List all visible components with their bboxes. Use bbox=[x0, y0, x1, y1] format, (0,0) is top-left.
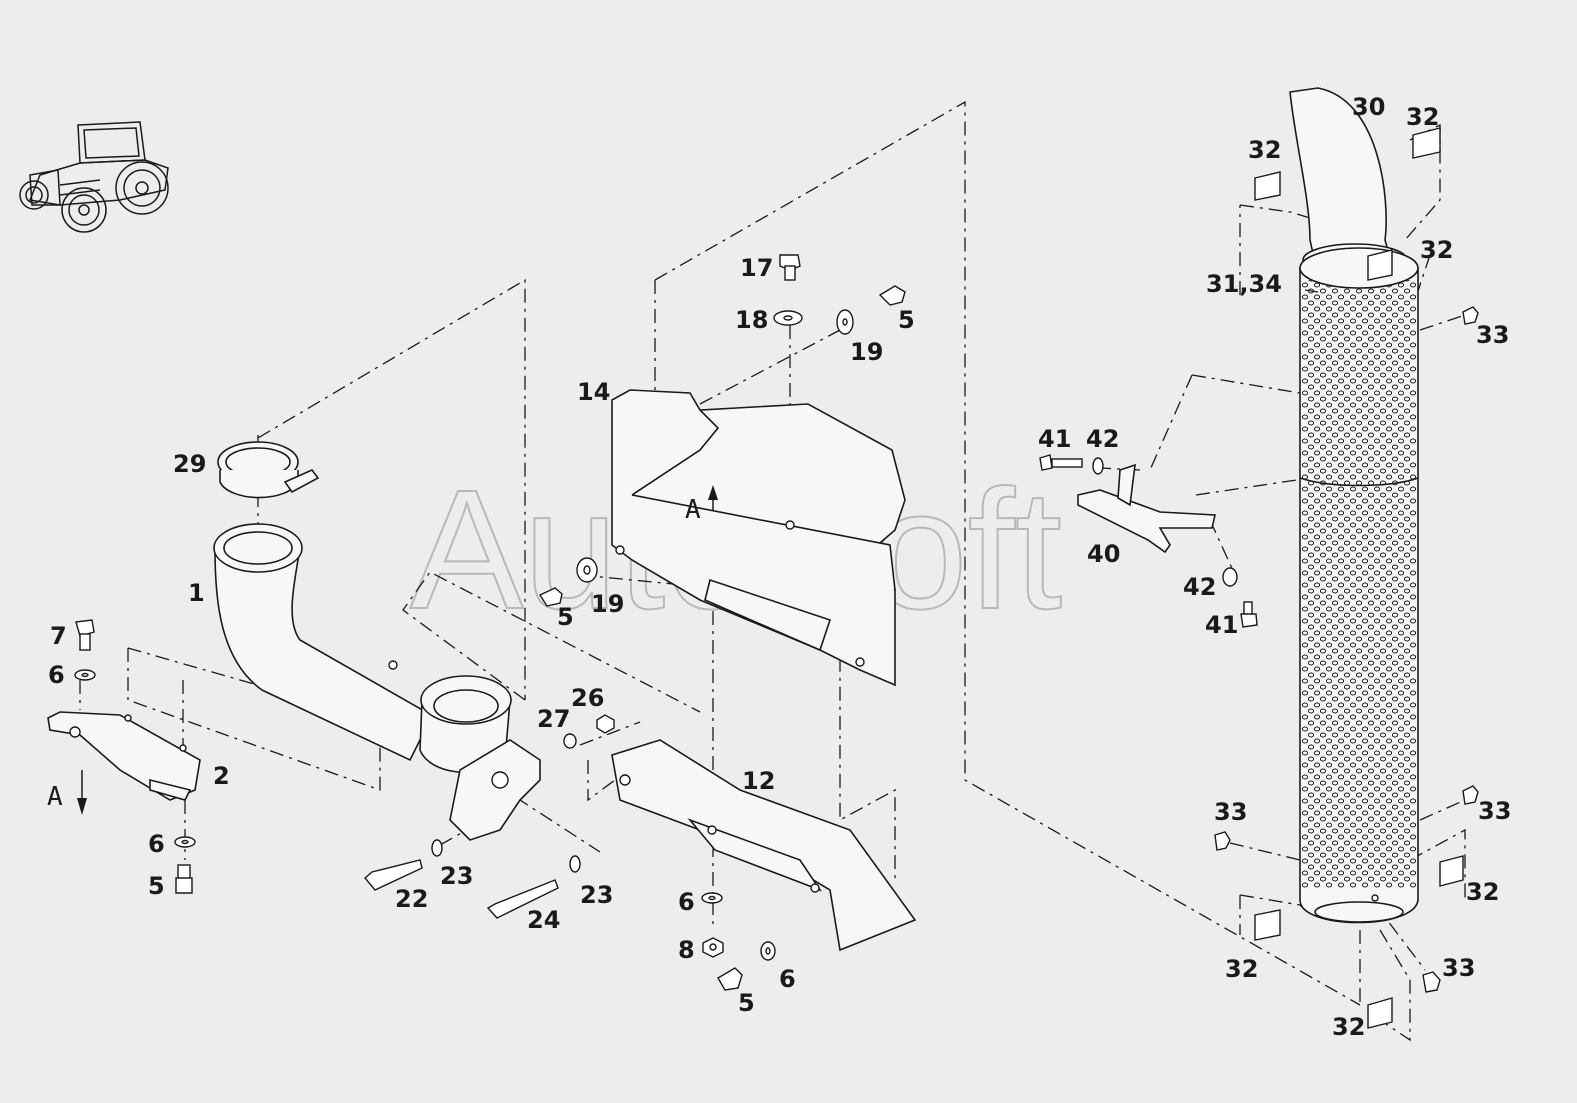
callout-2: 2 bbox=[213, 762, 230, 790]
callout-30: 30 bbox=[1352, 93, 1385, 121]
svg-text:A: A bbox=[685, 495, 701, 525]
muffler-guard-31-34 bbox=[1299, 247, 1419, 924]
callout-29: 29 bbox=[173, 450, 206, 478]
callout-23: 23 bbox=[440, 862, 473, 890]
callout-17: 17 bbox=[740, 254, 773, 282]
callout-19: 19 bbox=[591, 590, 624, 618]
callout-1: 1 bbox=[188, 579, 205, 607]
callout-32: 32 bbox=[1225, 955, 1258, 983]
callout-33: 33 bbox=[1476, 321, 1509, 349]
exhaust-pipe-1 bbox=[213, 523, 541, 841]
callout-6: 6 bbox=[48, 661, 65, 689]
callout-19: 19 bbox=[850, 338, 883, 366]
callout-32: 32 bbox=[1248, 136, 1281, 164]
callout-42: 42 bbox=[1086, 425, 1119, 453]
svg-text:A: A bbox=[47, 782, 63, 812]
bracket-14 bbox=[611, 389, 906, 687]
callout-5: 5 bbox=[148, 872, 165, 900]
leader-lines bbox=[1304, 289, 1319, 293]
hardware-bolts-washers bbox=[74, 127, 1479, 1029]
callout-32: 32 bbox=[1406, 103, 1439, 131]
callout-24: 24 bbox=[527, 906, 560, 934]
callout-32: 32 bbox=[1420, 236, 1453, 264]
callout-40: 40 bbox=[1087, 540, 1120, 568]
tractor-icon bbox=[19, 121, 169, 233]
callout-5: 5 bbox=[898, 306, 915, 334]
callout-6: 6 bbox=[678, 888, 695, 916]
callout-27: 27 bbox=[537, 705, 570, 733]
callout-32: 32 bbox=[1466, 878, 1499, 906]
callout-22: 22 bbox=[395, 885, 428, 913]
callout-42: 42 bbox=[1183, 573, 1216, 601]
callout-labels: 30 32 32 32 31,34 33 17 18 5 19 14 29 41… bbox=[48, 93, 1511, 1041]
callout-26: 26 bbox=[571, 684, 604, 712]
callout-33: 33 bbox=[1214, 798, 1247, 826]
callout-5: 5 bbox=[738, 989, 755, 1017]
callout-7: 7 bbox=[50, 622, 67, 650]
callout-33: 33 bbox=[1442, 954, 1475, 982]
callout-41: 41 bbox=[1205, 611, 1238, 639]
callout-8: 8 bbox=[678, 936, 695, 964]
bracket-2 bbox=[47, 711, 201, 801]
callout-5: 5 bbox=[557, 603, 574, 631]
clamp-29 bbox=[217, 441, 320, 499]
callout-23: 23 bbox=[580, 881, 613, 909]
view-marker-a-left: A bbox=[47, 770, 87, 815]
callout-6: 6 bbox=[148, 830, 165, 858]
callout-14: 14 bbox=[577, 378, 610, 406]
callout-6: 6 bbox=[779, 965, 796, 993]
callout-31-34: 31,34 bbox=[1206, 270, 1282, 298]
callout-32: 32 bbox=[1332, 1013, 1365, 1041]
callout-41: 41 bbox=[1038, 425, 1071, 453]
callout-33: 33 bbox=[1478, 797, 1511, 825]
callout-18: 18 bbox=[735, 306, 768, 334]
bracket-12 bbox=[611, 739, 917, 952]
bracket-40 bbox=[1077, 463, 1216, 554]
view-marker-a-top: A bbox=[685, 485, 718, 525]
callout-12: 12 bbox=[742, 767, 775, 795]
